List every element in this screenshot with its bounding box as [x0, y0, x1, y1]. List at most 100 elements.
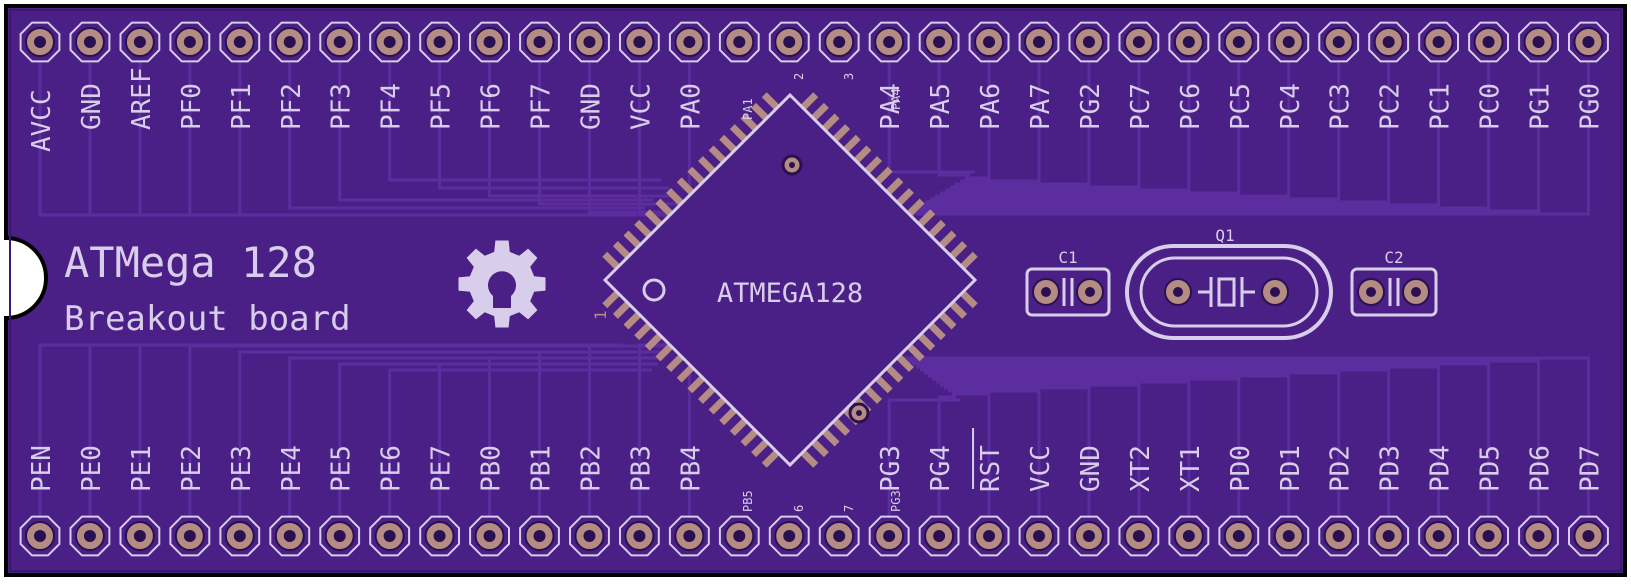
bottom-pin: [1268, 515, 1310, 557]
top-pin: [419, 21, 460, 63]
bottom-pin-label: VCC: [1026, 445, 1056, 492]
top-pin: [1318, 21, 1360, 63]
top-pin-label: PG2: [1076, 83, 1106, 130]
bottom-pin: [419, 515, 460, 557]
label-n7: 7: [842, 505, 856, 512]
top-pin: [1068, 21, 1110, 63]
top-pin-label: PF4: [377, 83, 407, 130]
top-pin-label: PA6: [976, 83, 1006, 130]
top-pin: [818, 21, 860, 63]
chip-pins: [602, 92, 978, 468]
bottom-pin-label: PEN: [27, 445, 57, 492]
bottom-pin-label: PE5: [327, 445, 357, 492]
copper-traces: [38, 62, 1590, 516]
top-pin-label: PF2: [277, 83, 307, 130]
top-pin: [1218, 21, 1260, 63]
q1-label: Q1: [1215, 226, 1234, 245]
bottom-pin-label: PD4: [1426, 445, 1456, 492]
top-pin: [868, 21, 910, 63]
top-pin: [69, 21, 111, 63]
top-pin: [469, 21, 510, 63]
bottom-pin: [1468, 515, 1509, 557]
bottom-pin: [619, 515, 660, 557]
bottom-pin: [1168, 515, 1210, 557]
top-pin: [519, 21, 560, 63]
top-pin-label: PC2: [1376, 83, 1406, 130]
top-pin-label: PC4: [1276, 83, 1306, 130]
bottom-pin-label: PG3: [876, 445, 906, 492]
label-pg3: PG3: [889, 490, 903, 512]
top-pin: [569, 21, 610, 63]
bottom-pin: [818, 515, 860, 557]
top-pin-label: PF1: [227, 83, 257, 130]
bottom-pin: [169, 515, 211, 557]
top-pin: [269, 21, 311, 63]
capacitor-c2: C2: [1350, 248, 1438, 317]
bottom-pin-label: PD3: [1376, 445, 1406, 492]
bottom-pin-label: PD0: [1226, 445, 1256, 492]
top-pin: [1168, 21, 1210, 63]
label-pa4: PA4: [889, 88, 903, 110]
bottom-pin: [668, 515, 710, 557]
bottom-pin: [569, 515, 610, 557]
top-pin: [19, 21, 61, 63]
bottom-pin-label: PE3: [227, 445, 257, 492]
top-pin-label: PA4: [876, 83, 906, 130]
bottom-pin: [469, 515, 510, 557]
label-pa1: PA1: [741, 98, 755, 120]
bottom-pin: [1318, 515, 1360, 557]
bottom-pin: [1068, 515, 1110, 557]
chip-label: ATMEGA128: [717, 278, 863, 309]
bottom-pin: [269, 515, 311, 557]
bottom-pin-label: XT2: [1126, 445, 1156, 492]
label-n3: 3: [842, 73, 856, 80]
bottom-pin: [1218, 515, 1260, 557]
top-pin: [718, 21, 760, 63]
top-pin-label: PC1: [1426, 83, 1456, 130]
top-pin-label: VCC: [626, 83, 656, 130]
board-title: ATMega 128: [64, 238, 317, 287]
top-pin: [968, 21, 1010, 63]
bottom-pin: [219, 515, 261, 557]
bottom-pin-label: PG4: [926, 445, 956, 492]
top-pin: [219, 21, 261, 63]
bottom-pin: [1018, 515, 1060, 557]
bottom-pin-label: PE7: [427, 445, 457, 492]
bottom-pin-label: PD6: [1526, 445, 1556, 492]
top-pin: [119, 21, 161, 63]
atmega128-chip: ATMEGA128: [602, 92, 978, 468]
top-pin: [1268, 21, 1310, 63]
top-pin-label: PF6: [477, 83, 507, 130]
top-pin-label: PF0: [177, 83, 207, 130]
bottom-pin: [918, 515, 960, 557]
bottom-pin-label: PE2: [177, 445, 207, 492]
capacitor-c1: C1: [1025, 248, 1111, 317]
open-hardware-gear-icon: [458, 240, 546, 328]
top-pin: [1118, 21, 1160, 63]
bottom-pin-label: PE1: [127, 445, 157, 492]
top-pin-label: PC5: [1226, 83, 1256, 130]
pin1-marker: [642, 278, 666, 302]
top-pin: [169, 21, 211, 63]
bottom-pin: [1418, 515, 1459, 557]
bottom-pin-label: PB1: [527, 445, 557, 492]
crystal-q1: Q1: [1125, 226, 1333, 340]
bottom-pin: [1368, 515, 1410, 557]
label-n6: 6: [792, 505, 806, 512]
bottom-pin: [369, 515, 411, 557]
top-header-pins: [19, 21, 1609, 63]
top-pin: [918, 21, 960, 63]
bottom-pin-label: PB0: [477, 445, 507, 492]
board-subtitle: Breakout board: [64, 299, 351, 339]
c1-label: C1: [1058, 248, 1077, 267]
bottom-pin-label: PE6: [377, 445, 407, 492]
top-pin: [1368, 21, 1410, 63]
bottom-pin-label: PB2: [576, 445, 606, 492]
top-pin: [319, 21, 361, 63]
top-pin: [1518, 21, 1559, 63]
bottom-pin-label: PE0: [77, 445, 107, 492]
top-pin: [768, 21, 810, 63]
label-n1: 1: [591, 310, 610, 320]
